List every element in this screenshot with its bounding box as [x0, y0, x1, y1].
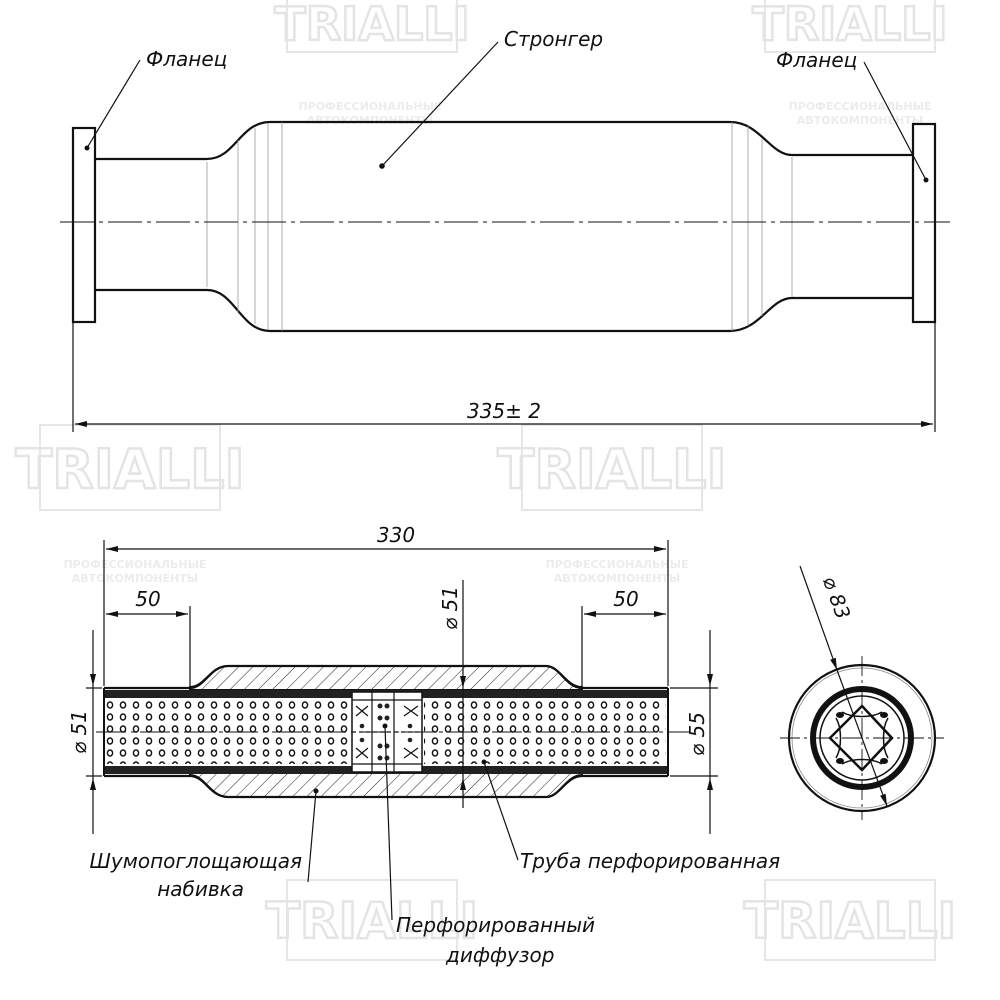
- length-total-value: 330: [377, 523, 415, 547]
- section-view-leaders: [307, 725, 519, 921]
- label-packing-line2: набивка: [157, 877, 244, 901]
- trialli-watermark: TRIALLI: [273, 0, 471, 53]
- end-view: [780, 565, 944, 820]
- leader-flange-left: [86, 59, 141, 149]
- flange-right: [911, 122, 937, 324]
- svg-text:TRIALLI: TRIALLI: [266, 892, 478, 950]
- leader-dots: [313, 723, 487, 794]
- watermark-tagline: АВТОКОМПОНЕНТЫ: [307, 114, 433, 127]
- side-view: [60, 41, 950, 432]
- svg-text:TRIALLI: TRIALLI: [274, 0, 469, 51]
- watermark-tagline: АВТОКОМПОНЕНТЫ: [797, 114, 923, 127]
- leader-diffuser: [384, 725, 393, 921]
- watermark-tagline: ПРОФЕССИОНАЛЬНЫЕ: [63, 558, 206, 571]
- trialli-watermark: TRIALLI: [265, 879, 479, 961]
- diameter-inlet-value: ⌀ 51: [67, 710, 91, 754]
- muffler-body-outline: [95, 120, 913, 333]
- label-flange-left: Фланец: [146, 47, 227, 71]
- trialli-watermark: TRIALLI: [496, 424, 728, 511]
- svg-text:TRIALLI: TRIALLI: [497, 438, 726, 501]
- trialli-watermark: TRIALLI: [14, 424, 246, 511]
- end-view-diffuser: [828, 704, 894, 772]
- diameter-center-value: ⌀ 51: [438, 586, 462, 630]
- label-diffuser-line2: диффузор: [445, 943, 554, 967]
- side-view-construction-lines: [206, 122, 793, 331]
- flange-left: [71, 126, 97, 324]
- overall-length-value: 335± 2: [467, 399, 541, 423]
- label-diffuser-line1: Перфорированный: [396, 913, 595, 937]
- leader-stronger: [381, 41, 499, 167]
- label-stronger: Стронгер: [504, 27, 603, 51]
- watermark-tagline: АВТОКОМПОНЕНТЫ: [554, 572, 680, 585]
- diameter-outer-value: ⌀ 83: [818, 573, 856, 622]
- watermark-tagline: ПРОФЕССИОНАЛЬНЫЕ: [788, 100, 931, 113]
- watermark-group: TRIALLI TRIALLI TRIALLI TRIALLI TRIALLI …: [14, 0, 957, 961]
- trialli-watermark: TRIALLI: [743, 879, 957, 961]
- trialli-watermark: TRIALLI: [751, 0, 949, 53]
- label-packing-line1: Шумопоглощающая: [90, 849, 302, 873]
- watermark-tagline: АВТОКОМПОНЕНТЫ: [72, 572, 198, 585]
- diffuser-holes: [359, 703, 413, 761]
- svg-text:TRIALLI: TRIALLI: [752, 0, 947, 51]
- sound-absorbing-packing: [189, 665, 583, 691]
- length-left-end-value: 50: [135, 587, 160, 611]
- leader-flange-right: [863, 61, 927, 181]
- leader-perforated-tube: [483, 761, 519, 861]
- watermark-tagline: ПРОФЕССИОНАЛЬНЫЕ: [545, 558, 688, 571]
- leader-packing: [307, 790, 317, 883]
- watermark-tagline: ПРОФЕССИОНАЛЬНЫЕ: [298, 100, 441, 113]
- diameter-outer-dimension-line: [799, 565, 838, 671]
- svg-text:TRIALLI: TRIALLI: [15, 438, 244, 501]
- section-view-dimensions: [86, 540, 718, 834]
- section-view: [96, 664, 690, 799]
- label-flange-right: Фланец: [776, 48, 857, 72]
- diameter-outlet-value: ⌀ 55: [685, 712, 709, 756]
- label-perforated-tube: Труба перфорированная: [520, 849, 780, 873]
- svg-text:TRIALLI: TRIALLI: [744, 892, 956, 950]
- length-right-end-value: 50: [613, 587, 638, 611]
